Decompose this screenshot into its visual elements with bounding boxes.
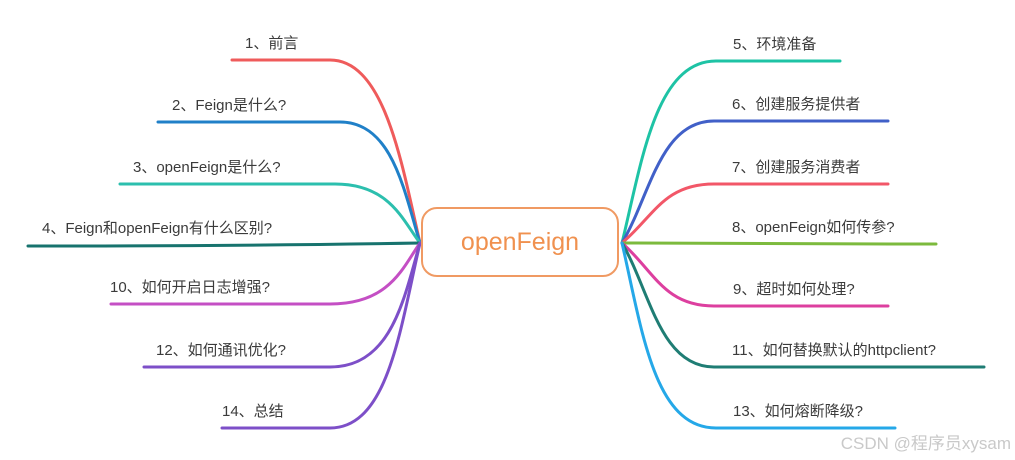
- branch-connector-6: [620, 119, 890, 245]
- branch-node-13[interactable]: 13、如何熔断降级?: [733, 403, 864, 420]
- watermark: CSDN @程序员xysam: [840, 434, 1011, 453]
- branch-connector-1: [230, 58, 422, 245]
- branch-node-5[interactable]: 5、环境准备: [733, 36, 817, 53]
- branch-connector-11: [620, 241, 986, 369]
- branch-node-1[interactable]: 1、前言: [245, 35, 299, 52]
- branch-connector-4: [26, 241, 422, 248]
- branch-connector-14: [220, 241, 422, 430]
- branch-node-3[interactable]: 3、openFeign是什么?: [133, 159, 281, 176]
- branch-connector-8: [620, 241, 938, 246]
- branch-node-10[interactable]: 10、如何开启日志增强?: [110, 279, 271, 296]
- branch-node-7[interactable]: 7、创建服务消费者: [732, 159, 861, 176]
- branch-node-2[interactable]: 2、Feign是什么?: [172, 97, 287, 114]
- root-node[interactable]: openFeign: [421, 207, 619, 277]
- branch-connector-2: [156, 120, 422, 245]
- branch-connector-7: [620, 182, 890, 245]
- branch-node-11[interactable]: 11、如何替换默认的httpclient?: [732, 342, 936, 359]
- branch-node-6[interactable]: 6、创建服务提供者: [732, 96, 861, 113]
- branch-connector-13: [620, 241, 897, 430]
- branch-node-8[interactable]: 8、openFeign如何传参?: [732, 219, 895, 236]
- branch-node-9[interactable]: 9、超时如何处理?: [733, 281, 855, 298]
- branch-node-12[interactable]: 12、如何通讯优化?: [156, 342, 287, 359]
- branch-node-14[interactable]: 14、总结: [222, 403, 284, 420]
- branch-connector-3: [118, 182, 422, 245]
- root-node-label: openFeign: [460, 227, 580, 256]
- branch-connector-5: [620, 59, 842, 245]
- branch-connector-9: [620, 241, 890, 308]
- branch-connector-10: [109, 241, 422, 306]
- branch-node-4[interactable]: 4、Feign和openFeign有什么区别?: [42, 220, 273, 237]
